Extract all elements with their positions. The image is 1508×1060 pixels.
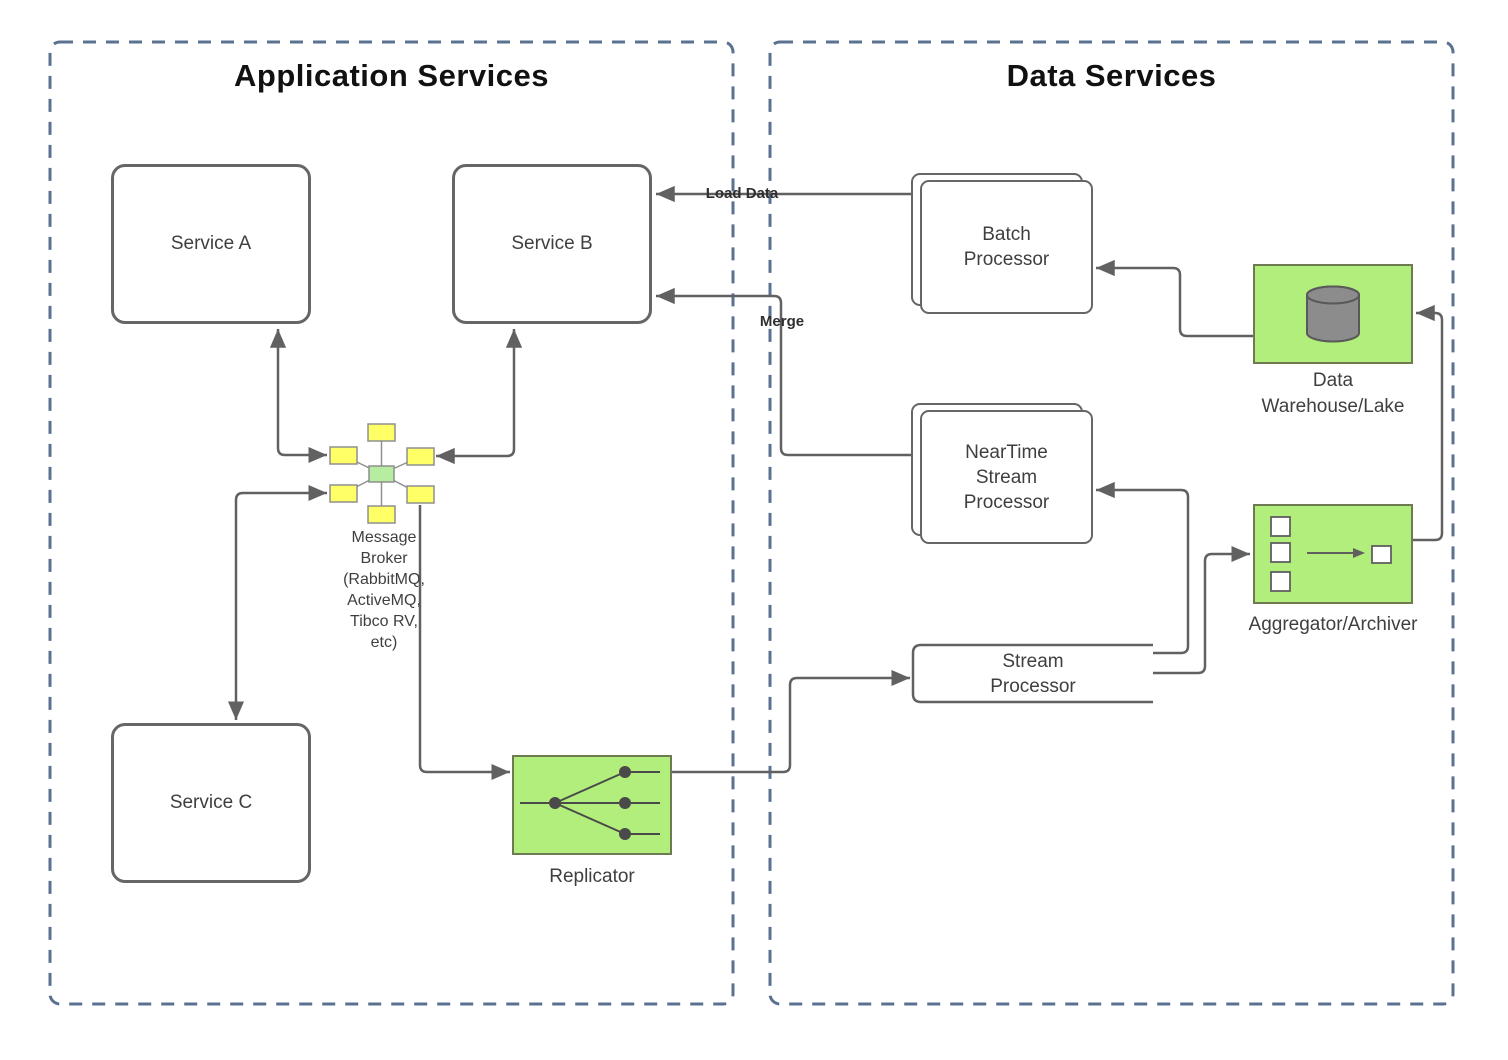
load-data-edge-label: Load Data	[705, 185, 779, 202]
service-c-node: Service C	[111, 723, 311, 883]
edge-warehouse-batch	[1096, 259, 1253, 338]
replicator-icon	[520, 766, 660, 840]
stream-processor-shape	[911, 643, 1153, 704]
application-services-title: Application Services	[234, 58, 549, 93]
service-b-node: Service B	[452, 164, 652, 324]
data-warehouse-label: Data Warehouse/Lake	[1261, 370, 1405, 417]
stream-processor-label: Stream Processor	[990, 650, 1076, 697]
batch-processor-label: Batch Processor	[920, 180, 1093, 314]
message-broker-icon	[329, 423, 435, 524]
data-services-title: Data Services	[1006, 58, 1217, 93]
application-services-container	[48, 40, 735, 1006]
service-c-label: Service C	[169, 792, 253, 813]
edge-broker-replicator	[418, 505, 510, 781]
edge-stream-neartime	[1096, 481, 1190, 655]
edge-broker-service-c	[227, 484, 327, 720]
edge-service-b-broker	[436, 329, 523, 465]
edge-service-a-broker	[269, 329, 327, 464]
edge-stream-aggregator	[1153, 545, 1250, 675]
replicator-node	[512, 755, 672, 855]
replicator-label: Replicator	[549, 866, 635, 887]
service-a-label: Service A	[170, 233, 252, 254]
aggregator-archiver-label: Aggregator/Archiver	[1248, 614, 1418, 635]
data-services-container	[768, 40, 1455, 1006]
service-b-label: Service B	[511, 233, 593, 254]
neartime-stream-processor-label: NearTime Stream Processor	[920, 410, 1093, 544]
edge-replicator-stream	[655, 669, 910, 774]
database-cylinder-icon	[1306, 285, 1360, 343]
aggregator-archiver-node	[1253, 504, 1413, 604]
edge-merge	[656, 287, 911, 457]
service-a-node: Service A	[111, 164, 311, 324]
aggregator-icon	[1270, 516, 1392, 592]
message-broker-label: Message Broker (RabbitMQ, ActiveMQ, Tibc…	[343, 529, 425, 651]
batch-processor-node: Batch Processor	[911, 173, 1093, 314]
edge-aggregator-warehouse	[1413, 304, 1444, 542]
merge-edge-label: Merge	[759, 313, 805, 330]
neartime-stream-processor-node: NearTime Stream Processor	[911, 403, 1093, 544]
data-warehouse-node	[1253, 264, 1413, 364]
